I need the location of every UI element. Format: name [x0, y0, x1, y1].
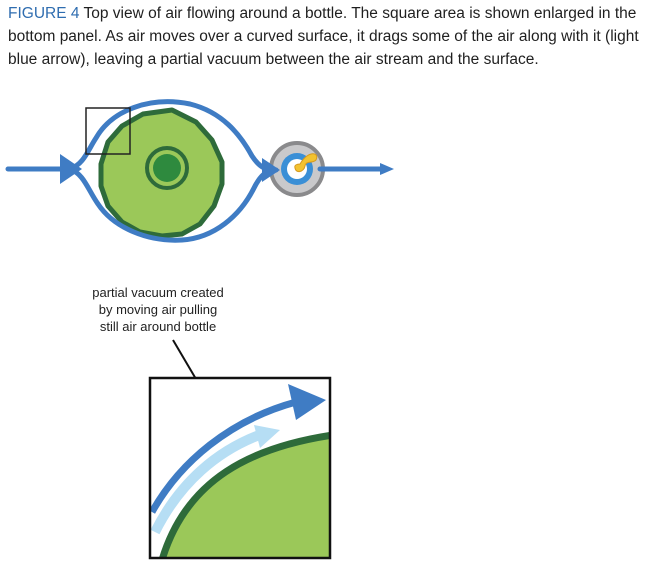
bottle-surface-enlarged — [162, 435, 330, 558]
caption-text: Top view of air flowing around a bottle.… — [8, 5, 639, 68]
bottle-outline-enlarged — [158, 431, 330, 558]
light-blue-arrow — [150, 429, 264, 535]
candle-top-view — [269, 141, 325, 197]
air-stream-lower — [67, 166, 279, 243]
bottle-cap — [153, 154, 181, 182]
annotation-line: still air around bottle — [99, 319, 217, 334]
bottle-top-view — [98, 107, 225, 239]
enlarged-panel-frame — [148, 376, 332, 560]
air-stream-arrowhead — [288, 384, 326, 420]
partial-vacuum-label: partial vacuum created by moving air pul… — [80, 284, 236, 335]
annotation-line: by moving air pulling — [98, 302, 218, 317]
air-stream — [5, 99, 385, 243]
figure-caption: FIGURE 4 Top view of air flowing around … — [8, 2, 642, 71]
light-blue-arrowhead — [254, 425, 280, 448]
merge-arrowhead — [262, 158, 280, 182]
enlarged-panel — [148, 376, 332, 560]
zoom-area-square — [85, 107, 131, 155]
figure-label: FIGURE 4 — [8, 5, 80, 22]
air-stream-upper — [67, 99, 279, 173]
annotation-line: partial vacuum created — [92, 285, 224, 300]
flame-icon — [294, 153, 318, 173]
inflow-arrowhead — [60, 154, 82, 184]
outflow-arrowhead — [380, 163, 394, 175]
air-stream-enlarged — [150, 398, 297, 514]
